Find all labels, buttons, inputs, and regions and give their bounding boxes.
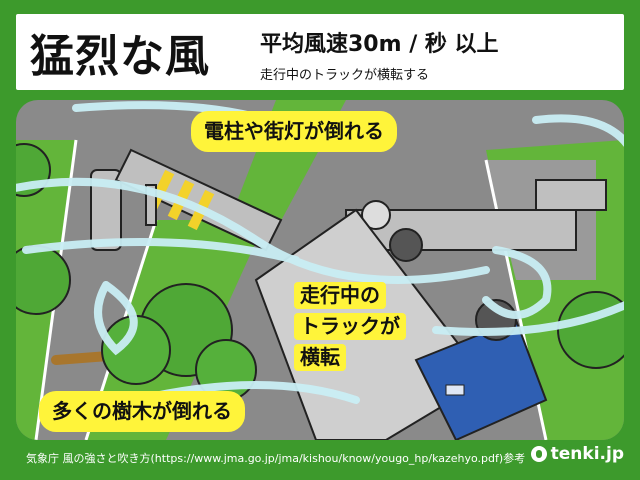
truck-label-line3: 横転 (294, 344, 346, 371)
wind-speed-subtitle: 平均風速30m / 秒 以上 (260, 32, 499, 57)
description: 走行中のトラックが横転する (260, 68, 430, 83)
fallen-street-lamp (345, 179, 607, 251)
trees-falling-label: 多くの樹木が倒れる (42, 394, 242, 429)
storm-scene (16, 100, 624, 440)
truck-label-line1: 走行中の (294, 282, 386, 309)
source-note: 気象庁 風の強さと吹き方(https://www.jma.go.jp/jma/k… (26, 452, 526, 465)
illustration: 電柱や街灯が倒れる 走行中の トラックが 横転 多くの樹木が倒れる (16, 100, 624, 440)
poles-falling-label: 電柱や街灯が倒れる (194, 114, 394, 149)
fallen-utility-pole (90, 148, 283, 252)
logo-text: tenki.jp (550, 444, 624, 464)
logo-icon (530, 446, 547, 462)
header-panel: 猛烈な風 平均風速30m / 秒 以上 走行中のトラックが横転する (16, 14, 624, 90)
truck-label-line2: トラックが (294, 313, 406, 340)
truck-overturn-label: 走行中の トラックが 横転 (294, 280, 406, 373)
page-title: 猛烈な風 (30, 31, 210, 82)
tenki-logo[interactable]: tenki.jp (530, 444, 624, 464)
tree-right (557, 291, 624, 369)
